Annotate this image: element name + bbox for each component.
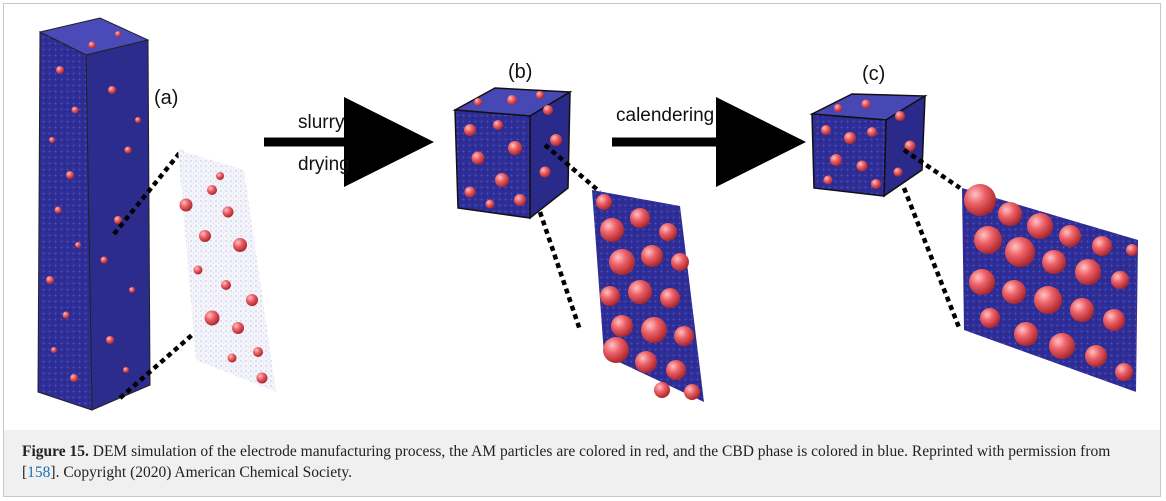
panel-a-column (37, 17, 151, 411)
caption-text-part-2: ]. Copyright (2020) American Chemical So… (50, 464, 353, 481)
caption-background (4, 430, 1160, 496)
figure-illustration: (a) slurry drying (b) (37, 17, 1138, 411)
panel-b-label: (b) (508, 61, 532, 83)
figure-number: Figure 15. (22, 443, 89, 460)
panel-c-zoom-lines (901, 148, 963, 331)
panel-b-slice (592, 190, 704, 402)
panel-c-cube (809, 93, 928, 198)
reference-link[interactable]: 158 (27, 464, 51, 481)
panel-b-zoom-lines (537, 143, 602, 331)
panel-a-slice (178, 150, 276, 392)
step-2-line-1: calendering (616, 105, 714, 126)
panel-c-slice (962, 184, 1138, 392)
panel-c-label: (c) (862, 63, 885, 85)
panel-a-label: (a) (154, 87, 178, 109)
panel-a-column-particles (46, 31, 141, 382)
panel-b-cube (452, 87, 573, 220)
caption-text-part-1: DEM simulation of the electrode manufact… (22, 443, 1111, 481)
step-1-line-2: drying (298, 154, 350, 175)
figure-caption: Figure 15. DEM simulation of the electro… (22, 441, 1147, 483)
step-1-line-1: slurry (298, 112, 345, 133)
panel-a-zoom-lines (112, 148, 194, 400)
